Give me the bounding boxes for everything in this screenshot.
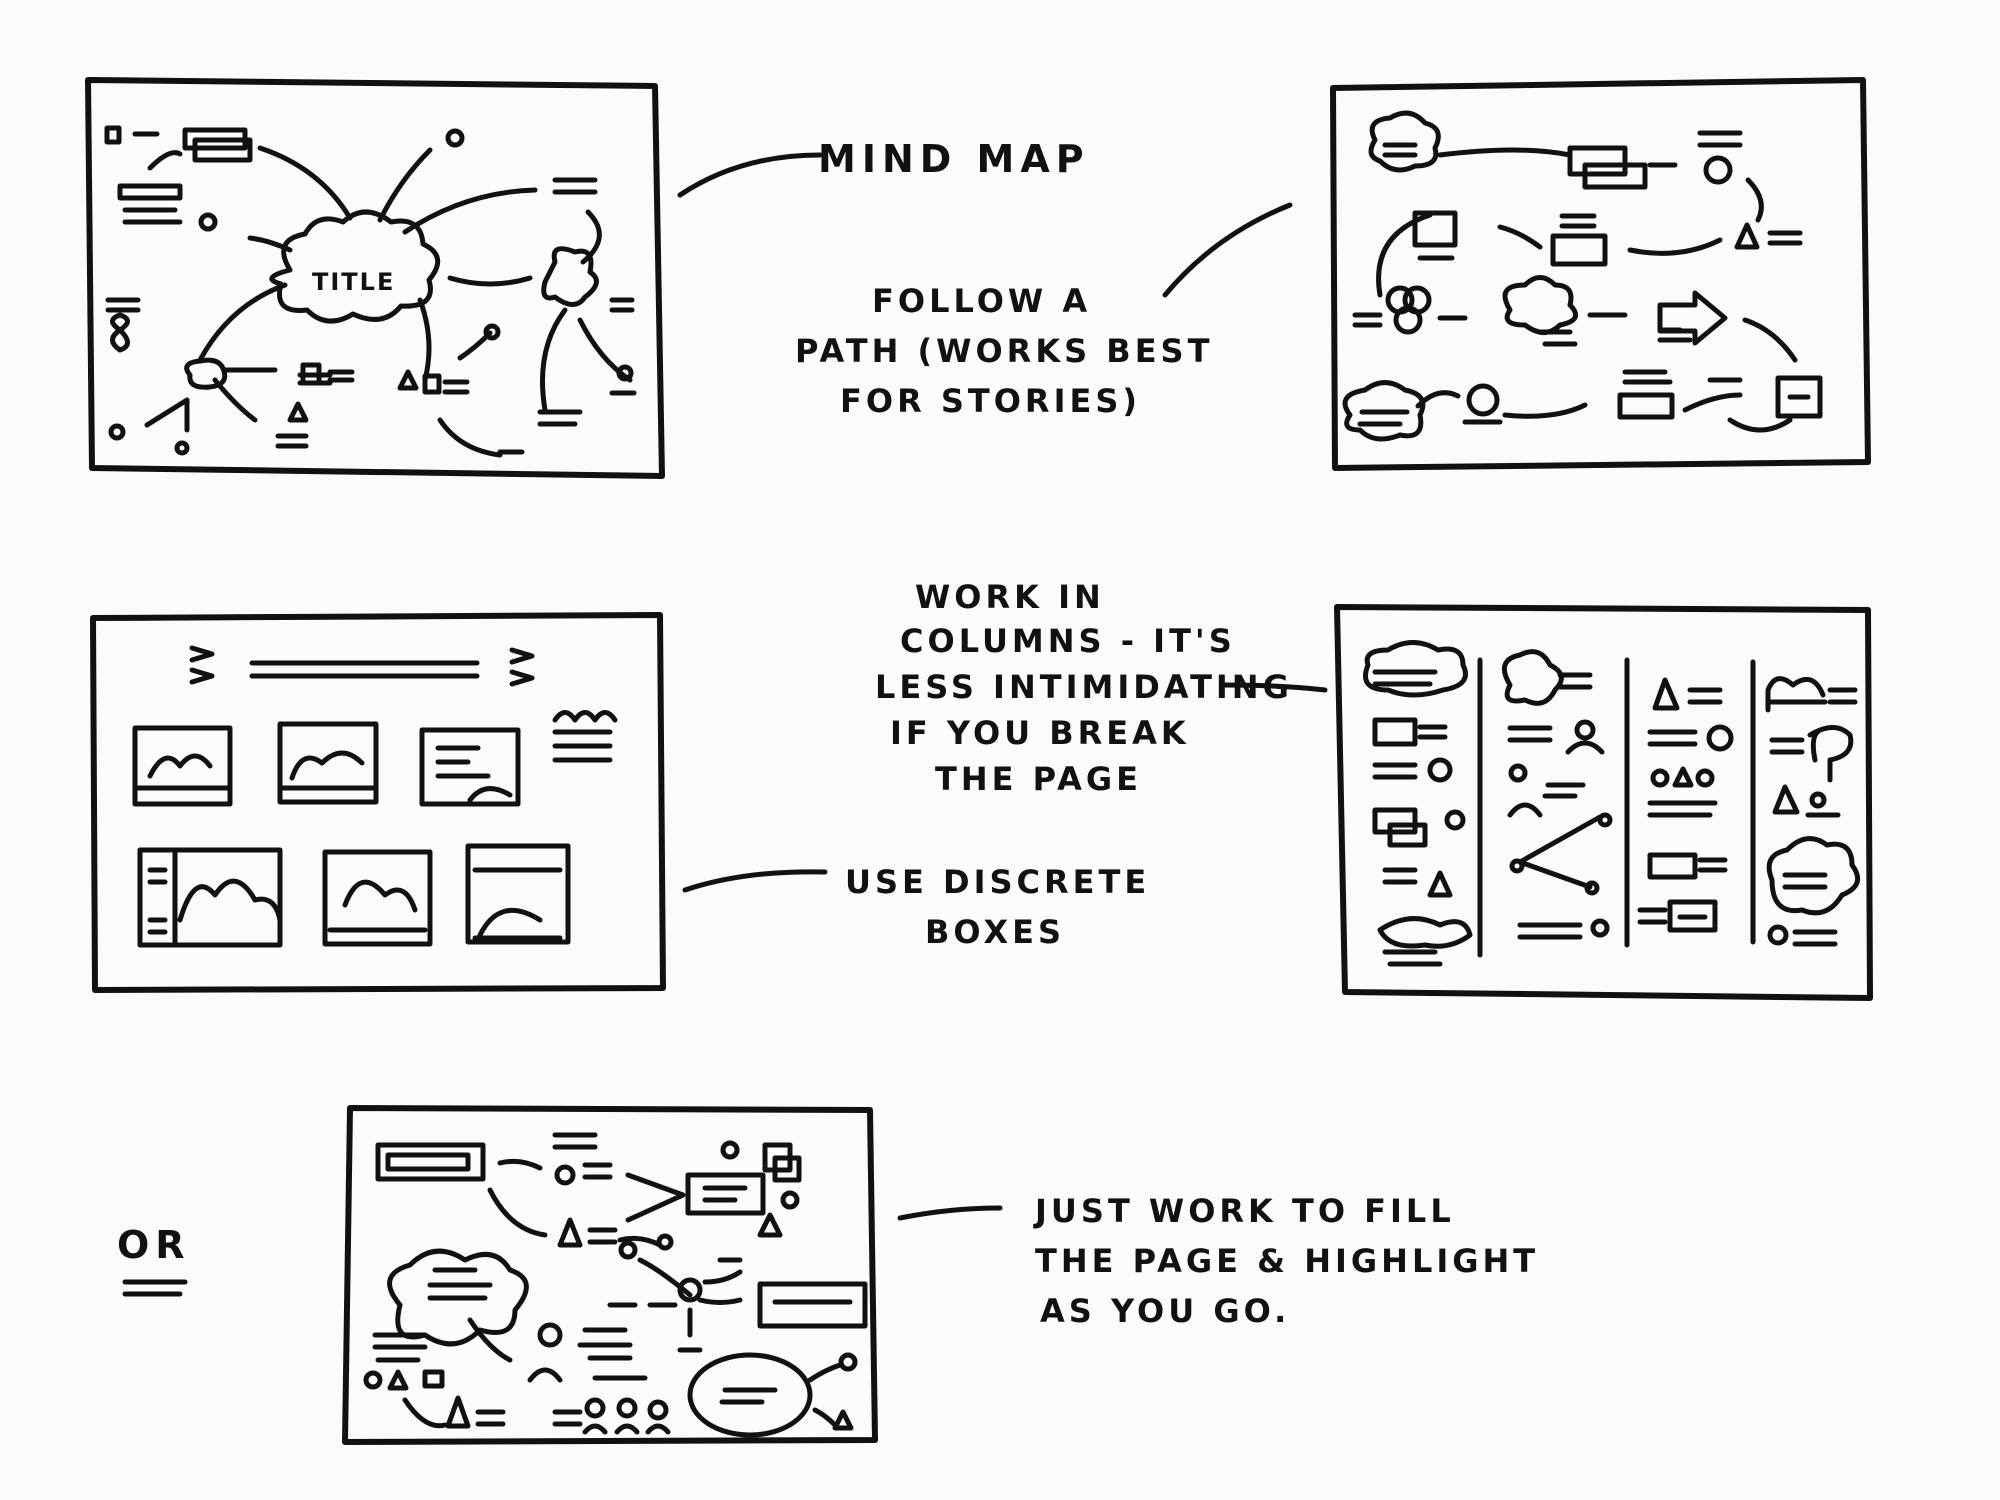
- label-fill-page-1: JUST WORK TO FILL: [1033, 1192, 1455, 1230]
- mind-map-panel: TITLE: [85, 77, 665, 479]
- follow-path-panel: [1330, 77, 1871, 471]
- label-mind-map: MIND MAP: [818, 137, 1090, 181]
- label-fill-page-3: AS YOU GO.: [1040, 1292, 1290, 1330]
- label-follow-path-3: FOR STORIES): [840, 382, 1141, 420]
- label-columns-3: LESS INTIMIDATING: [875, 668, 1293, 706]
- label-follow-path-2: PATH (WORKS BEST: [795, 332, 1213, 370]
- mind-map-center-label: TITLE: [312, 268, 395, 296]
- label-follow-path-1: FOLLOW A: [872, 282, 1091, 320]
- label-fill-page-2: THE PAGE & HIGHLIGHT: [1035, 1242, 1539, 1280]
- label-discrete-boxes-1: USE DISCRETE: [845, 863, 1150, 901]
- fill-page-panel: [342, 1105, 878, 1445]
- discrete-boxes-panel: [90, 612, 666, 993]
- label-columns-5: THE PAGE: [935, 760, 1142, 798]
- label-or: OR: [117, 1223, 191, 1267]
- or-group: OR: [117, 1223, 191, 1297]
- label-columns-1: WORK IN: [915, 578, 1105, 616]
- label-columns-4: IF YOU BREAK: [890, 714, 1190, 752]
- label-discrete-boxes-2: BOXES: [925, 913, 1065, 951]
- label-columns-2: COLUMNS - IT'S: [900, 622, 1236, 660]
- columns-panel: [1334, 604, 1873, 1001]
